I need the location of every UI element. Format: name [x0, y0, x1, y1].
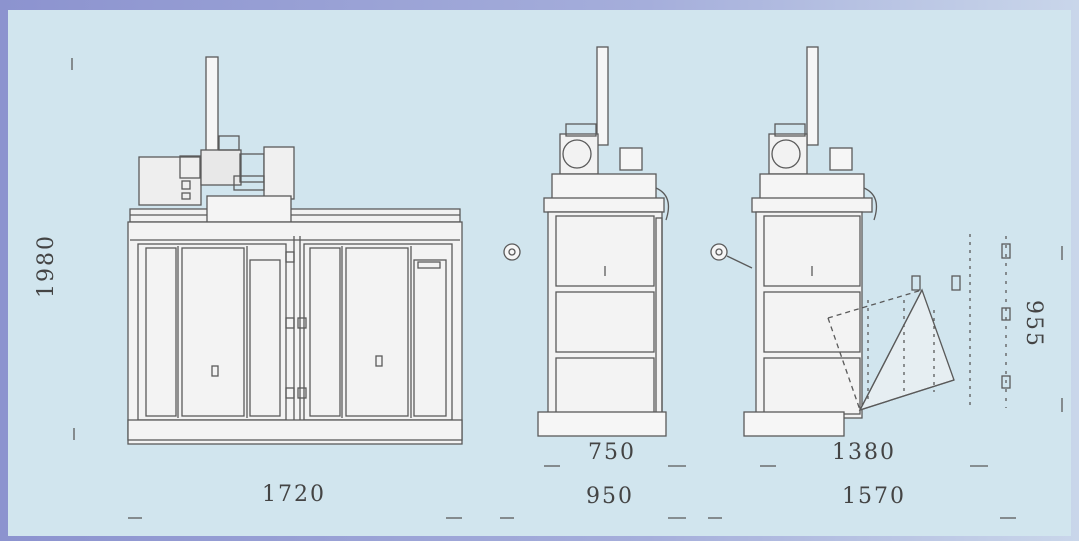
dimension-depth-total: 950 — [586, 484, 634, 509]
drawing-canvas: 1980 1720 750 950 1380 1570 955 — [8, 10, 1071, 536]
dimension-depth-door-total: 1570 — [842, 484, 906, 509]
dimension-door-side: 955 — [1021, 300, 1046, 348]
technical-drawing — [71, 46, 1063, 519]
dimension-height-total: 1980 — [34, 234, 59, 298]
dimension-width-front: 1720 — [262, 482, 326, 507]
side-view-closed — [500, 46, 686, 519]
front-view — [71, 56, 463, 519]
dimension-depth-door-open: 1380 — [832, 440, 896, 465]
dimension-depth-body: 750 — [588, 440, 636, 465]
side-view-door-open — [708, 46, 1063, 519]
